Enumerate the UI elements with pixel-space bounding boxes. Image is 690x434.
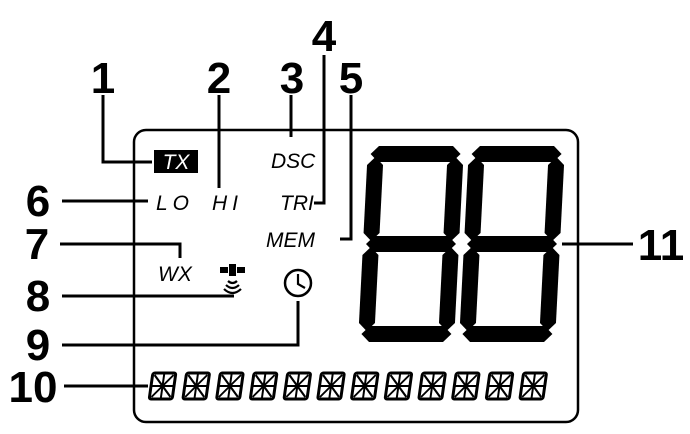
tx-badge [154,150,198,173]
digit-0-seg-e [358,247,379,331]
leader-lines [60,55,633,388]
digit-1-seg-a [471,146,562,162]
starburst-char-9 [451,371,481,401]
digit-1-seg-g [467,236,557,252]
lcd-indicators: TX DSC LO HI TRI MEM WX [154,150,316,286]
digit-0-seg-f [363,157,384,241]
digit-0-seg-g [366,236,456,252]
starburst-char-5 [316,371,346,401]
wx-label: WX [158,263,193,286]
digit-0-seg-a [370,146,461,162]
hi-label: HI [212,192,243,215]
digit-0-seg-d [361,326,452,342]
callout-4: 4 [312,12,337,61]
starburst-char-3 [249,371,279,401]
starburst-char-11 [518,371,548,401]
callout-11: 11 [638,221,685,270]
callout-numbers: 1 2 3 4 5 6 7 8 9 10 11 [9,12,685,412]
callout-7: 7 [25,220,49,269]
leader-7 [60,242,182,258]
starburst-char-6 [350,371,380,401]
starburst-char-2 [215,371,245,401]
leader-9 [62,301,300,347]
clock-icon [283,268,313,298]
callout-6: 6 [26,177,50,226]
starburst-char-4 [282,371,312,401]
digit-1-seg-e [459,247,480,331]
digit-1-seg-b [544,157,565,241]
seven-segment-digits [358,146,565,342]
tri-label: TRI [280,192,314,215]
dsc-label: DSC [271,150,316,173]
starburst-char-10 [484,371,515,401]
callout-10: 10 [9,363,58,412]
leader-5 [340,95,353,241]
callout-9: 9 [26,321,50,370]
callout-1: 1 [91,54,115,103]
digit-1-seg-f [464,157,485,241]
callout-5: 5 [339,54,363,103]
digit-0-seg-b [443,157,464,241]
tx-label: TX [163,151,191,174]
digit-1-seg-c [539,247,560,331]
starburst-char-8 [417,371,447,401]
leader-1 [101,95,152,164]
callout-2: 2 [207,54,231,103]
starburst-character-display [147,371,548,401]
digit-1-seg-d [462,326,553,342]
starburst-char-1 [181,371,211,401]
leader-4 [314,55,326,205]
starburst-char-0 [147,371,178,401]
digit-0-seg-c [438,247,459,331]
callout-8: 8 [26,272,50,321]
starburst-char-7 [383,371,414,401]
satellite-icon [220,264,245,295]
mem-label: MEM [266,229,316,252]
callout-3: 3 [280,54,304,103]
lo-label: LO [156,192,194,215]
